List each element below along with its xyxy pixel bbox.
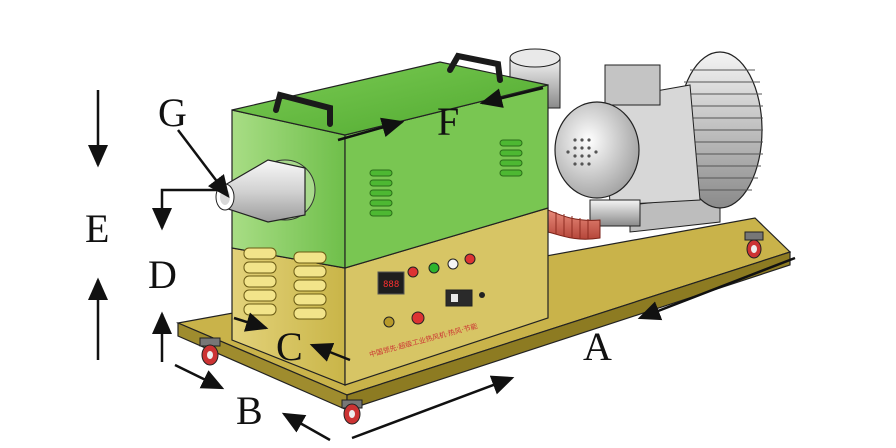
blower-motor: [554, 51, 763, 233]
toggle-switch: [479, 292, 485, 298]
power-switch: [445, 289, 473, 307]
hot-air-nozzle: [215, 159, 316, 223]
knob-red: [411, 311, 425, 325]
arrow-g: [177, 129, 230, 198]
label-b: B: [236, 388, 263, 433]
arrow-a-front: [351, 375, 515, 440]
label-f: F: [437, 99, 459, 144]
label-d: D: [148, 252, 177, 297]
indicator-light-red-2: [464, 253, 476, 265]
label-e: E: [85, 206, 109, 251]
label-c: C: [276, 324, 303, 369]
arrow-f-right: [479, 86, 544, 108]
digital-temp-display: [377, 271, 405, 295]
flexible-air-hose: [547, 209, 601, 240]
caster-wheel-front-left: [199, 337, 221, 366]
caster-wheel-rear-right: [744, 231, 764, 259]
dimension-arrows: [88, 86, 796, 442]
knob-yellow: [383, 316, 395, 328]
carry-handle-rear: [447, 52, 503, 83]
arrow-f-left: [337, 117, 405, 142]
indicator-light-red-1: [407, 266, 419, 278]
carry-handle-front: [273, 91, 333, 127]
arrow-b-left: [174, 363, 225, 390]
arrow-c-left: [233, 312, 269, 332]
arrow-c-right: [309, 343, 351, 362]
indicator-light-green: [428, 262, 440, 274]
front-vent-louvers-left: [243, 247, 277, 316]
arrow-d-top: [152, 188, 218, 231]
display-readout: 888: [383, 280, 399, 290]
front-vent-louvers-right: [293, 251, 327, 320]
arrow-b-right: [281, 412, 331, 442]
vent-louvers-upper-left: [369, 169, 393, 217]
caster-wheel-front-right: [341, 399, 363, 425]
label-a: A: [583, 324, 612, 369]
indicator-light-white: [447, 258, 459, 270]
arrow-a-rear: [637, 256, 796, 321]
motor-vent-grille: [566, 138, 598, 166]
label-g: G: [158, 90, 187, 135]
vent-louvers-upper-right: [499, 139, 523, 177]
dimension-labels: A B C D E F G: [85, 90, 612, 433]
